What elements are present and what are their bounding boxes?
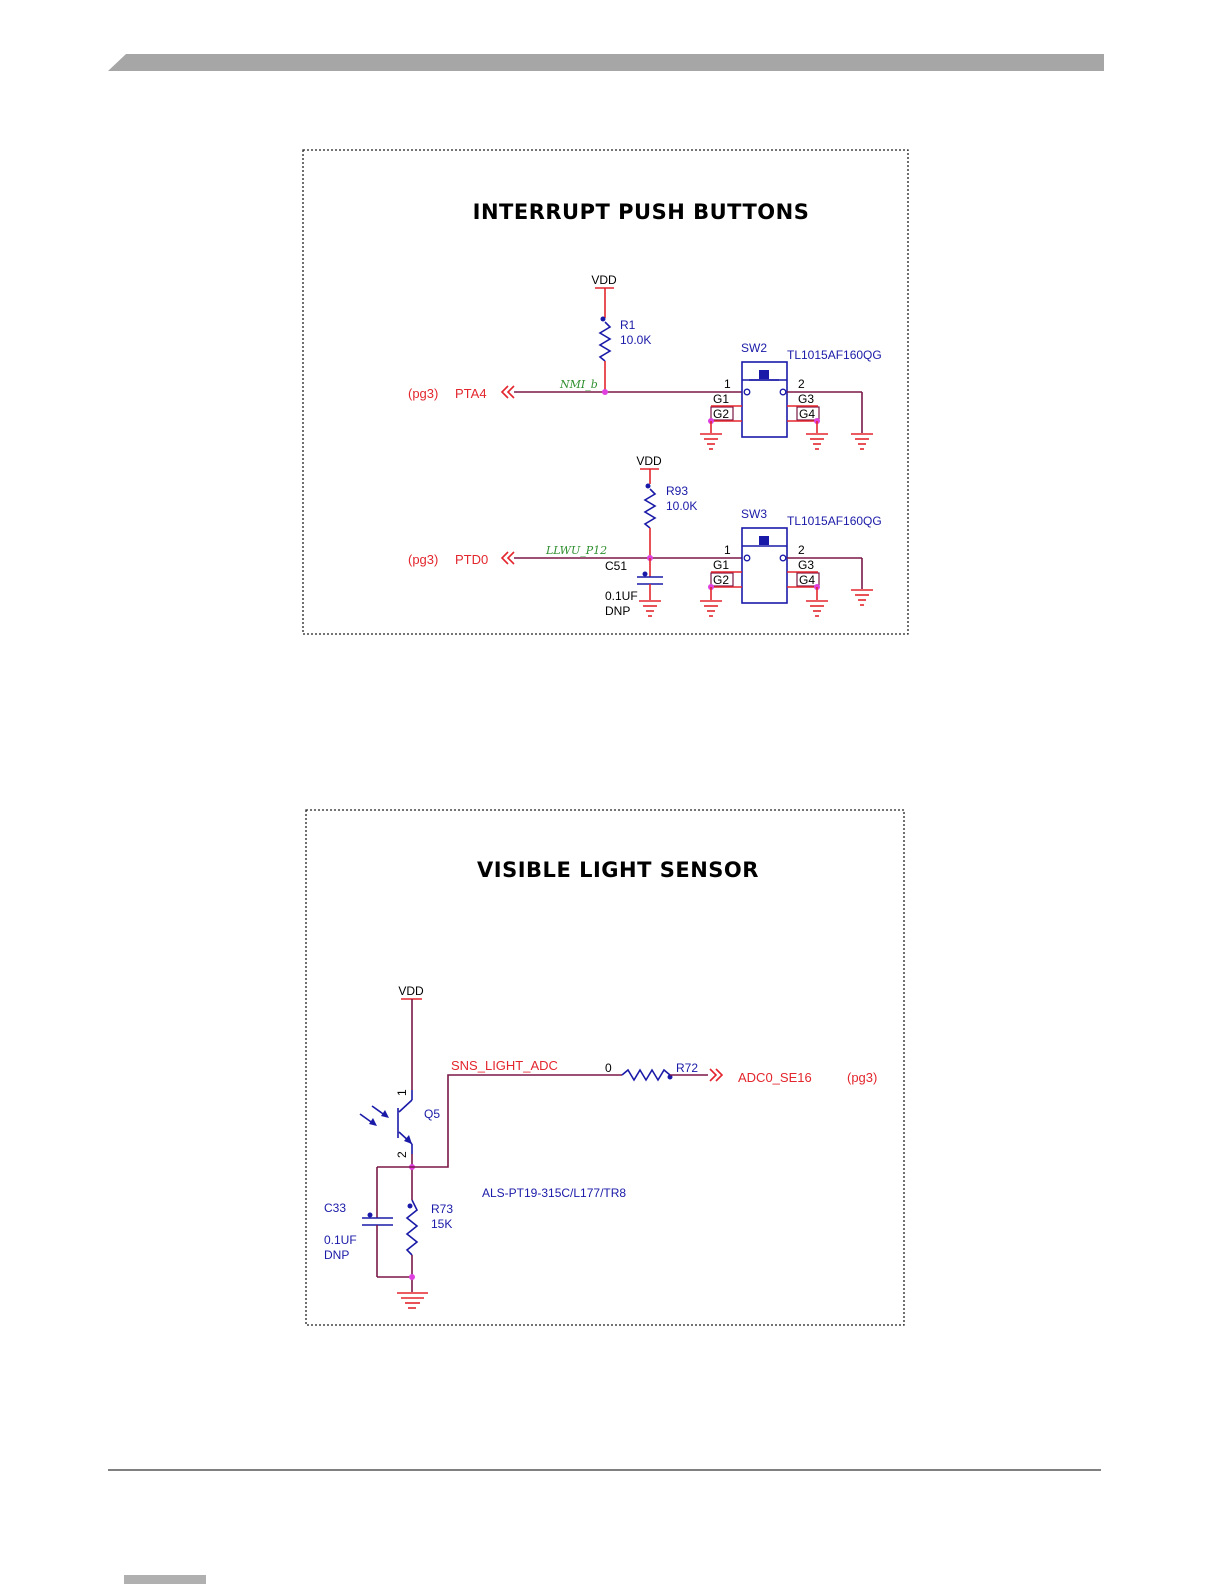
footer-logo-bar [124, 1575, 206, 1584]
port-label-ptd0: PTD0 [455, 552, 488, 567]
r1-ref: R1 [620, 318, 636, 332]
g3-label: G3 [798, 558, 814, 572]
switch-sw3 [742, 528, 787, 603]
g2-label: G2 [713, 573, 729, 587]
r73-ref: R73 [431, 1202, 453, 1216]
ground-icon [700, 434, 722, 449]
c33-ref: C33 [324, 1201, 346, 1215]
ground-icon [700, 601, 722, 616]
interrupt-push-buttons-panel: INTERRUPT PUSH BUTTONS VDD R1 10.0K NMI_… [303, 150, 908, 634]
c51-dnp: DNP [605, 604, 630, 618]
q5-pin1: 1 [395, 1089, 409, 1096]
light-arrows-icon [360, 1106, 389, 1126]
offpage-arrow-icon [710, 1069, 722, 1081]
c51-ref: C51 [605, 559, 627, 573]
g3-label: G3 [798, 392, 814, 406]
offpage-arrow-icon [502, 386, 514, 398]
r72-value: 0 [605, 1061, 612, 1075]
r73-value: 15K [431, 1217, 452, 1231]
vdd-label: VDD [591, 273, 617, 287]
sw2-ref: SW2 [741, 341, 767, 355]
panel-title: VISIBLE LIGHT SENSOR [477, 858, 759, 882]
r72-ref: R72 [676, 1061, 698, 1075]
r93-value: 10.0K [666, 499, 697, 513]
pin2-label: 2 [798, 377, 805, 391]
g4-label: G4 [799, 407, 815, 421]
phototransistor-q5 [398, 1090, 412, 1154]
q5-part: ALS-PT19-315C/L177/TR8 [482, 1186, 626, 1200]
q5-pin2: 2 [395, 1151, 409, 1158]
c51-value: 0.1UF [605, 589, 638, 603]
c33-value: 0.1UF [324, 1233, 357, 1247]
port-label-adc: ADC0_SE16 [738, 1070, 812, 1085]
ground-icon [806, 434, 828, 449]
switch-sw2 [742, 362, 787, 437]
sw3-ref: SW3 [741, 507, 767, 521]
panel-title: INTERRUPT PUSH BUTTONS [473, 200, 810, 224]
net-label-llwu: LLWU_P12 [545, 544, 607, 557]
resistor-r73 [407, 1200, 417, 1255]
header-bar [108, 54, 1104, 71]
r1-value: 10.0K [620, 333, 651, 347]
offpage-arrow-icon [502, 552, 514, 564]
r93-ref: R93 [666, 484, 688, 498]
g1-label: G1 [713, 392, 729, 406]
ground-icon [851, 590, 873, 605]
port-label-pta4: PTA4 [455, 386, 487, 401]
page-ref: (pg3) [847, 1070, 877, 1085]
net-label-sns: SNS_LIGHT_ADC [451, 1058, 558, 1073]
page-ref: (pg3) [408, 552, 438, 567]
ground-icon [397, 1293, 428, 1308]
pin1-label: 1 [724, 543, 731, 557]
sw3-part: TL1015AF160QG [787, 514, 882, 528]
page-ref: (pg3) [408, 386, 438, 401]
sw2-part: TL1015AF160QG [787, 348, 882, 362]
vdd-label: VDD [636, 454, 662, 468]
c33-dnp: DNP [324, 1248, 349, 1262]
ground-icon [639, 601, 661, 616]
g2-label: G2 [713, 407, 729, 421]
junction-dot [409, 1274, 415, 1280]
ground-icon [806, 601, 828, 616]
g1-label: G1 [713, 558, 729, 572]
net-label-nmi: NMI_b [559, 378, 598, 391]
vdd-label: VDD [398, 984, 424, 998]
ground-icon [851, 434, 873, 449]
junction-dot [602, 389, 608, 395]
sns-net-wire [412, 1075, 622, 1167]
q5-ref: Q5 [424, 1107, 440, 1121]
resistor-r93 [645, 484, 655, 529]
visible-light-sensor-panel: VISIBLE LIGHT SENSOR VDD 1 2 Q5 ALS-PT19… [306, 810, 904, 1325]
pin1-label: 1 [724, 377, 731, 391]
resistor-r72 [622, 1070, 673, 1080]
resistor-r1 [600, 317, 610, 362]
g4-label: G4 [799, 573, 815, 587]
pin2-label: 2 [798, 543, 805, 557]
